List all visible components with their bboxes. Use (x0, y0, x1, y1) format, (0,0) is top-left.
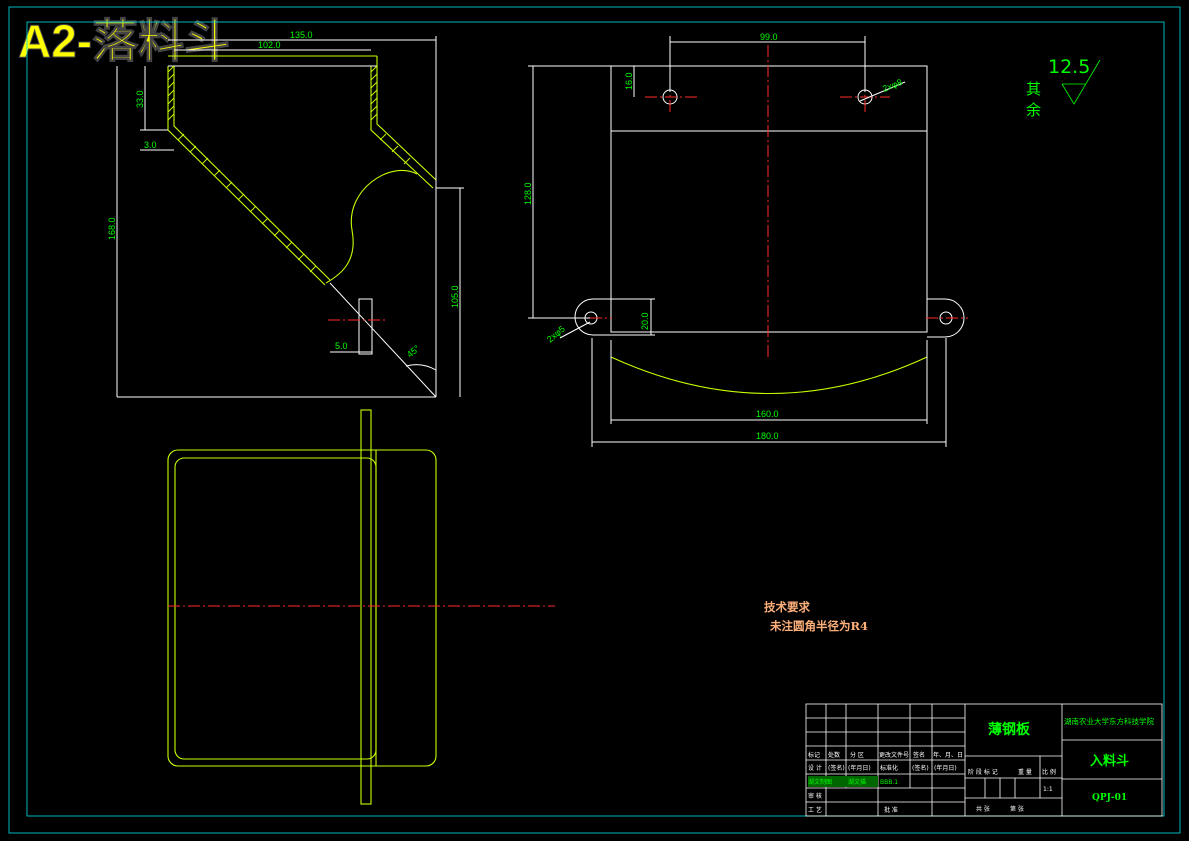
dim-right-height: 105.0 (450, 285, 460, 308)
roughness-value: 12.5 (1048, 56, 1091, 78)
roughness-rest-label: 其余 (1026, 80, 1042, 119)
tech-note: 未注圆角半径为R4 (770, 619, 869, 633)
tb-school: 湖南农业大学东方科技学院 (1064, 716, 1154, 726)
tb-scale: 1:1 (1043, 786, 1053, 793)
dim-top-vertical: 33.0 (135, 90, 145, 108)
tb-g1: 湖文描 (848, 778, 866, 786)
dim-overall-width: 135.0 (290, 30, 313, 40)
tb-h5: 年、月、日 (933, 751, 963, 759)
dim-hole-spacing: 99.0 (760, 32, 778, 42)
dim-tab-width: 20.0 (640, 312, 650, 330)
hatching (167, 65, 411, 273)
dim-bottom-width: 160.0 (756, 409, 779, 419)
top-view (167, 409, 555, 805)
drawing-title: A2-落料斗 (17, 15, 231, 68)
dim-slot-width: 5.0 (335, 341, 348, 351)
dim-inner-width: 102.0 (258, 40, 281, 50)
front-section-view: 135.0 102.0 33.0 3.0 168.0 105.0 5.0 45° (107, 30, 464, 398)
dim-hole-offset: 16.0 (624, 72, 634, 90)
tb-material: 薄钢板 (988, 721, 1031, 738)
title-block: 标记 处数 分 区 更改文件号 签名 年、月、日 设 计 (签名) (年月日) … (805, 703, 1163, 817)
tb-s0: 阶 段 标 记 (968, 768, 998, 776)
tb-s2: 比 例 (1042, 768, 1056, 776)
tech-heading: 技术要求 (764, 600, 810, 614)
tb-v1: 工 艺 (808, 806, 822, 814)
dim-total-width: 180.0 (756, 431, 779, 441)
tb-r3: 标准化 (880, 764, 898, 772)
tb-h3: 更改文件号 (879, 751, 909, 759)
dim-wall: 3.0 (144, 140, 157, 150)
title-grid (806, 704, 965, 816)
tb-g0: 湖文制图 (808, 778, 832, 786)
side-view: 99.0 16.0 2xφ8 128.0 20.0 2xφ5 160.0 180… (523, 32, 968, 447)
tb-part-name: 入料斗 (1090, 753, 1129, 769)
sheet-border (8, 6, 1181, 834)
dim-tab-height: 128.0 (523, 182, 533, 205)
dim-hole-callout-top: 2xφ8 (881, 77, 904, 94)
tb-drawing-no: QPJ-01 (1092, 793, 1127, 803)
tb-sheet0: 共 张 (976, 805, 990, 813)
tb-h4: 签名 (913, 751, 925, 759)
tb-r4: (签名) (912, 764, 929, 772)
roughness-symbol (1061, 59, 1101, 105)
tb-g2: BBB.1 (880, 779, 898, 786)
tb-h1: 处数 (828, 751, 840, 759)
tb-r0: 设 计 (808, 764, 822, 772)
technical-requirements: 技术要求 未注圆角半径为R4 (764, 598, 868, 636)
tb-r2: (年月日) (848, 764, 871, 772)
tb-h0: 标记 (808, 751, 820, 759)
drawing-frame (26, 21, 1165, 817)
tb-s1: 重 量 (1018, 768, 1032, 776)
tb-h2: 分 区 (850, 751, 864, 759)
dim-overall-height: 168.0 (107, 217, 117, 240)
dim-hole-callout-side: 2xφ5 (545, 324, 567, 345)
tb-v2: 批 准 (884, 806, 898, 814)
tb-sheet1: 第 张 (1010, 805, 1024, 813)
tb-v0: 审 核 (808, 792, 822, 800)
dim-angle: 45° (405, 343, 422, 360)
tb-r1: (签名) (828, 764, 845, 772)
tb-r5: (年月日) (934, 764, 957, 772)
